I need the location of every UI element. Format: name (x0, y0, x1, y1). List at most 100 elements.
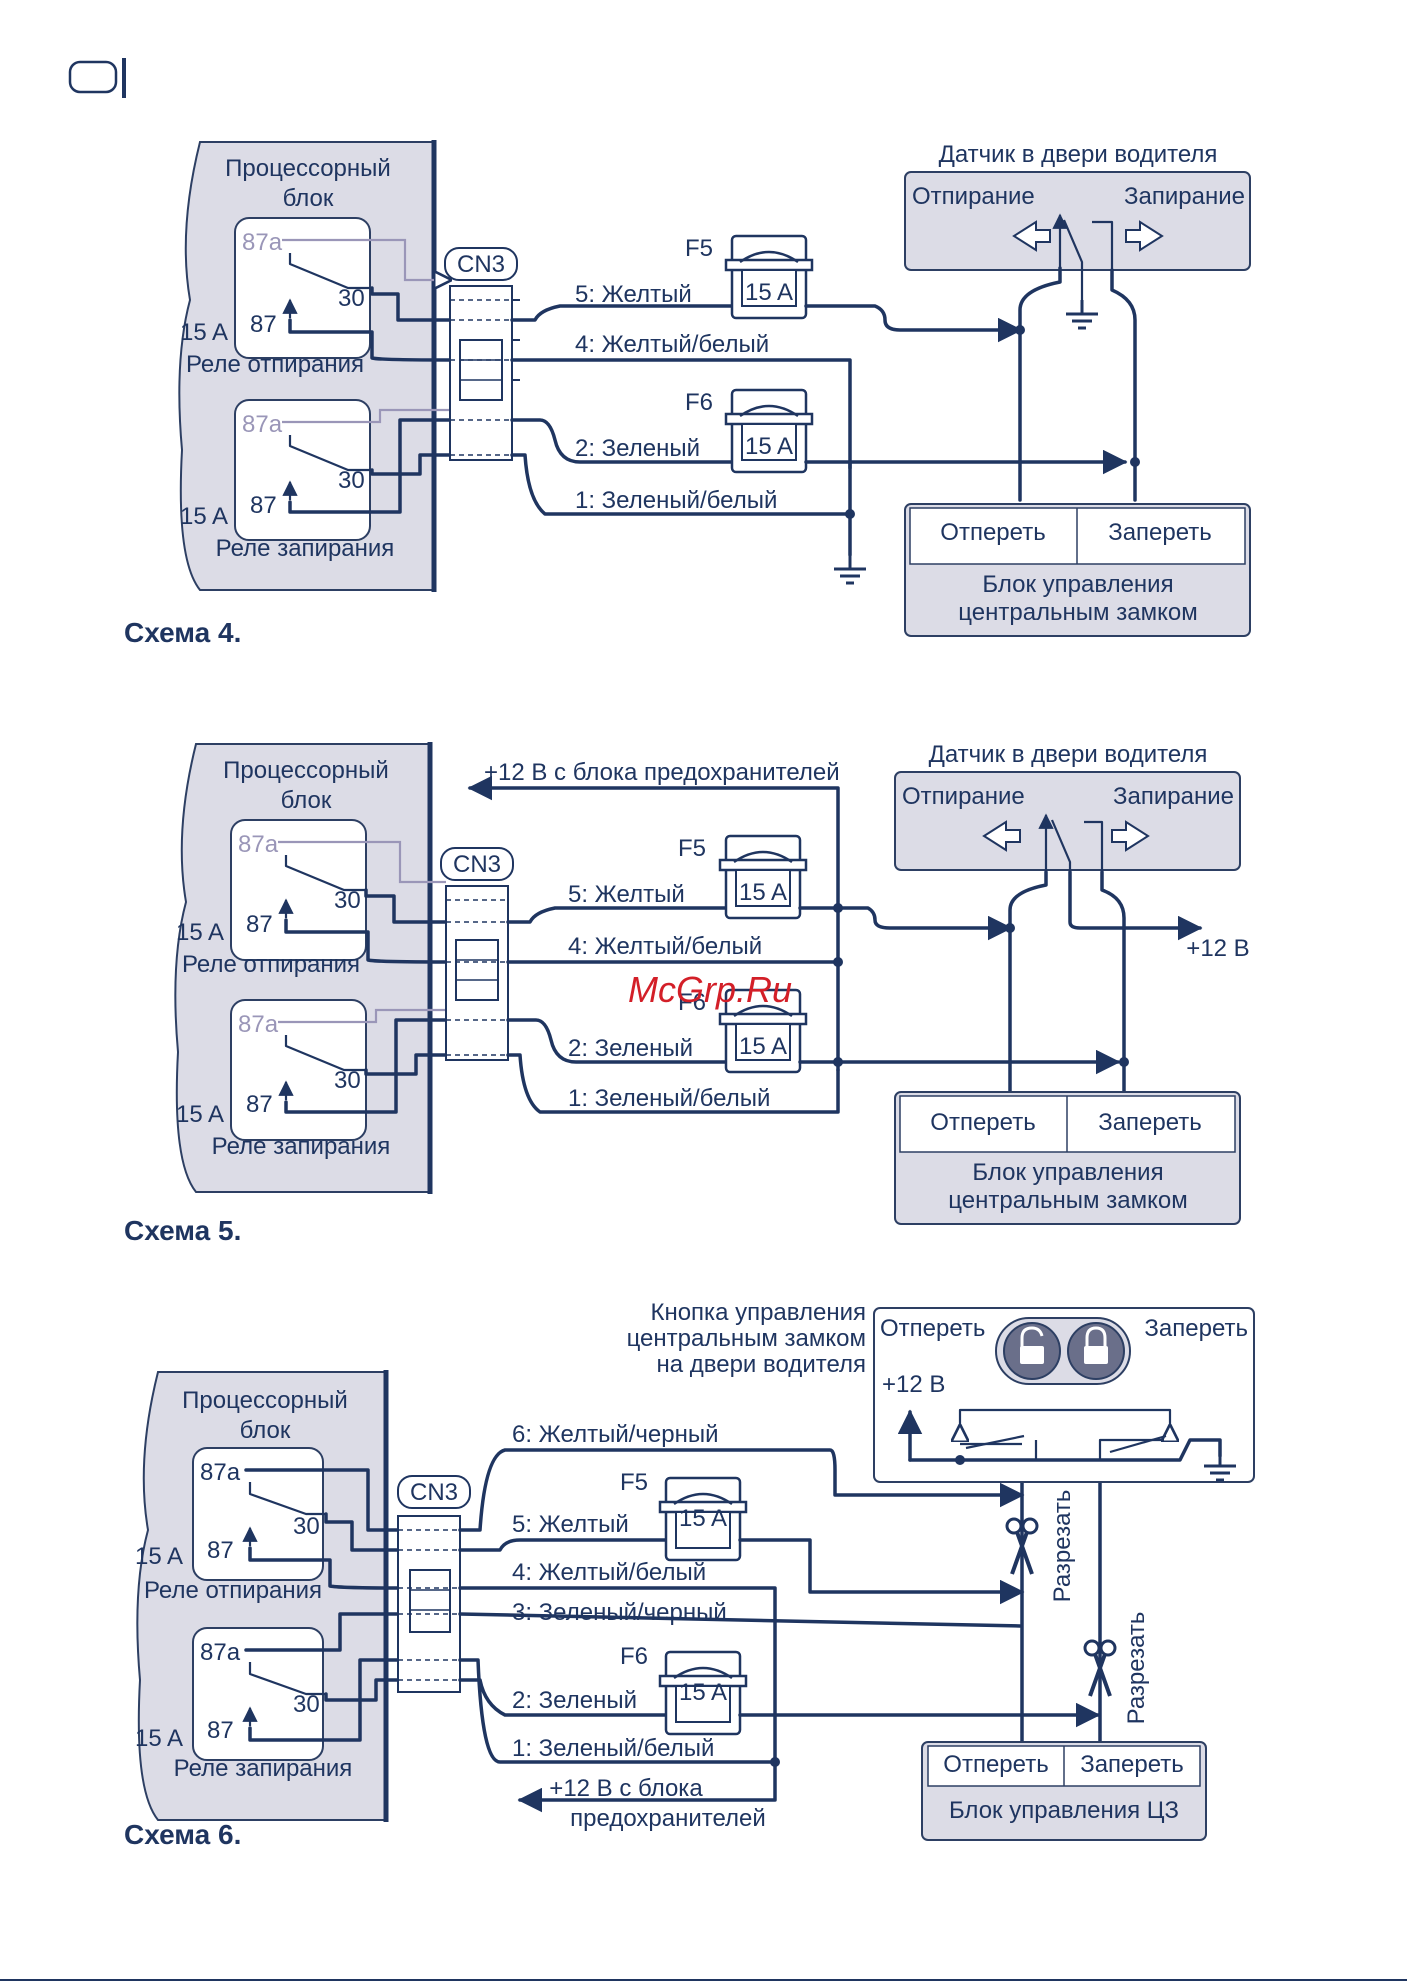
wire-2-label: 2: Зеленый (575, 435, 700, 462)
processor-block-label-2: блок (281, 787, 332, 814)
cn3-label-box (440, 847, 514, 881)
relay-lock-label: Реле запирания (216, 535, 395, 562)
relay-fuse-label: 15 A (180, 319, 228, 346)
lock-closed-icon (1067, 1322, 1125, 1380)
cn3-label: CN3 (457, 251, 505, 278)
scheme-6-title: Схема 6. (124, 1819, 241, 1850)
plus12-label: +12 В (882, 1371, 945, 1398)
pin-87a-label: 87a (200, 1639, 241, 1666)
cl-unlock-button: Отпереть (930, 1109, 1035, 1136)
door-button-label: Кнопка управления (650, 1299, 866, 1326)
fuse-f6-label: F6 (685, 389, 713, 416)
relay-fuse-label: 15 A (176, 919, 224, 946)
cl-lock-button: Запереть (1080, 1751, 1184, 1778)
pin-87a-label: 87a (238, 1011, 279, 1038)
wire-3-label: 3: Зеленый/черный (512, 1599, 727, 1626)
supply-label: +12 В с блока (549, 1775, 703, 1802)
pin-87-label: 87 (250, 311, 277, 338)
plus12-label: +12 В (1186, 935, 1249, 962)
fuse-f5-label: F5 (678, 835, 706, 862)
wire-5-label: 5: Желтый (575, 281, 692, 308)
pin-30-label: 30 (338, 467, 365, 494)
pin-87a-label: 87a (242, 229, 283, 256)
scheme-4-title: Схема 4. (124, 617, 241, 648)
lock-open-icon (1003, 1322, 1061, 1380)
arrow-right-icon (1125, 220, 1164, 252)
pin-87-label: 87 (207, 1537, 234, 1564)
door-unlock-label: Отпереть (880, 1315, 985, 1342)
door-sensor-title: Датчик в двери водителя (939, 141, 1218, 168)
cl-block-label: Блок управления (972, 1159, 1163, 1186)
wire-1-label: 1: Зеленый/белый (568, 1085, 770, 1112)
fuse-f5-label: F5 (685, 235, 713, 262)
pin-87a-label: 87a (238, 831, 279, 858)
sensor-lock-label: Запирание (1113, 783, 1234, 810)
pin-87-label: 87 (207, 1717, 234, 1744)
fuse-f6-label: F6 (620, 1643, 648, 1670)
sensor-unlock-label: Отпирание (902, 783, 1025, 810)
wire-4-label: 4: Желтый/белый (512, 1559, 706, 1586)
door-button-label-2: центральным замком (627, 1325, 866, 1352)
relay-fuse-label: 15 A (176, 1101, 224, 1128)
relay-fuse-label: 15 A (180, 503, 228, 530)
cl-unlock-button: Отпереть (940, 519, 1045, 546)
processor-block-label-2: блок (283, 185, 334, 212)
watermark: McGrp.Ru (628, 969, 792, 1010)
wire-6-label: 6: Желтый/черный (512, 1421, 719, 1448)
wire-4-label: 4: Желтый/белый (575, 331, 769, 358)
processor-block-label: Процессорный (225, 155, 391, 182)
pin-30-label: 30 (334, 1067, 361, 1094)
ground-icon (832, 553, 868, 585)
cl-block-label-2: центральным замком (958, 599, 1197, 626)
relay-unlock-label: Реле отпирания (182, 951, 360, 978)
fuse-f5-rating: 15 A (745, 279, 793, 306)
wire-1-label: 1: Зеленый/белый (575, 487, 777, 514)
processor-block-label-2: блок (240, 1417, 291, 1444)
door-sensor-block (894, 771, 1241, 871)
pin-30-label: 30 (338, 285, 365, 312)
scheme-4: Процессорный блок 87a 87 30 15 A Реле от… (124, 140, 1251, 648)
pin-87-label: 87 (246, 911, 273, 938)
pin-30-label: 30 (334, 887, 361, 914)
arrow-left-icon (982, 820, 1021, 852)
processor-block-label: Процессорный (182, 1387, 348, 1414)
cn3-label-box (444, 247, 518, 281)
cn3-label: CN3 (453, 851, 501, 878)
door-button-label-3: на двери водителя (656, 1351, 866, 1378)
pin-87a-label: 87a (242, 411, 283, 438)
supply-label-2: предохранителей (570, 1805, 766, 1832)
cl-block-label: Блок управления (982, 571, 1173, 598)
arrow-left-icon (1012, 220, 1051, 252)
cl-block-label-2: центральным замком (948, 1187, 1187, 1214)
cl-lock-button: Запереть (1108, 519, 1212, 546)
pin-30-label: 30 (293, 1513, 320, 1540)
arrow-right-icon (1111, 820, 1150, 852)
fuse-f6-rating: 15 A (679, 1679, 727, 1706)
door-lock-label: Запереть (1144, 1315, 1248, 1342)
fuse-f5-label: F5 (620, 1469, 648, 1496)
relay-lock-label: Реле запирания (174, 1755, 353, 1782)
cn3-label: CN3 (410, 1479, 458, 1506)
relay-lock-label: Реле запирания (212, 1133, 391, 1160)
wire-4-label: 4: Желтый/белый (568, 933, 762, 960)
pin-30-label: 30 (293, 1691, 320, 1718)
pin-87-label: 87 (246, 1091, 273, 1118)
door-sensor-block (904, 171, 1251, 271)
wire-2-label: 2: Зеленый (568, 1035, 693, 1062)
processor-block-label: Процессорный (223, 757, 389, 784)
fuse-f6-rating: 15 A (745, 433, 793, 460)
relay-unlock-label: Реле отпирания (144, 1577, 322, 1604)
door-sensor-title: Датчик в двери водителя (929, 741, 1208, 768)
sensor-lock-label: Запирание (1124, 183, 1245, 210)
wire-1-label: 1: Зеленый/белый (512, 1735, 714, 1762)
cl-block-label: Блок управления ЦЗ (949, 1797, 1179, 1824)
relay-fuse-label: 15 A (135, 1725, 183, 1752)
fuse-f5-rating: 15 A (679, 1505, 727, 1532)
scheme-6: Процессорный блок 87a 87 30 15 A Реле от… (124, 1299, 1255, 1850)
cl-lock-button: Запереть (1098, 1109, 1202, 1136)
ground-icon (1064, 298, 1100, 330)
pin-87a-label: 87a (200, 1459, 241, 1486)
fuse-f6-label: F6 (678, 989, 706, 1016)
pin-87-label: 87 (250, 492, 277, 519)
